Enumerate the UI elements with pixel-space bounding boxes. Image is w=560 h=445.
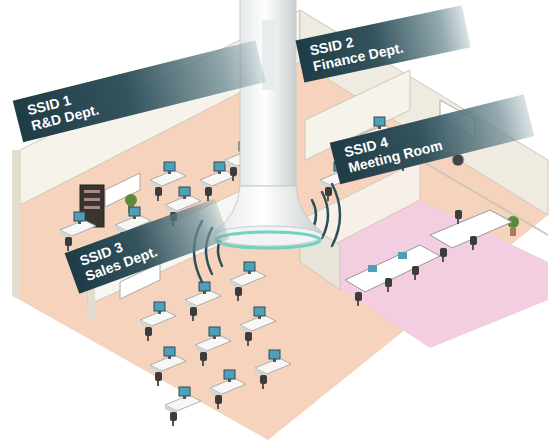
- side-wall: [12, 150, 20, 300]
- whiteboard: [105, 173, 140, 207]
- meeting-table: [455, 210, 462, 224]
- desk-group: [150, 162, 186, 201]
- meeting-table: [440, 248, 447, 262]
- meeting-table: [355, 292, 362, 306]
- access-point: [216, 232, 320, 248]
- desk-group: [185, 282, 221, 321]
- server-rack: [84, 206, 100, 209]
- desk-group: [140, 302, 176, 341]
- radio-waves: [322, 192, 328, 238]
- server-rack: [84, 190, 100, 193]
- server-rack: [84, 198, 100, 201]
- plant: [125, 194, 137, 206]
- plant: [510, 228, 516, 236]
- meeting-table: [398, 252, 407, 259]
- meeting-table: [345, 245, 440, 292]
- plant: [507, 216, 519, 236]
- meeting-table: [385, 278, 392, 292]
- desk-group: [195, 327, 231, 366]
- desk-group: [240, 307, 276, 346]
- access-point: [214, 186, 322, 232]
- desk-group: [210, 370, 246, 409]
- desk-group: [255, 350, 291, 389]
- desk-group: [230, 262, 266, 301]
- desk-group: [165, 387, 201, 426]
- meeting-table: [412, 266, 419, 280]
- meeting-table: [470, 236, 477, 250]
- meeting-table: [368, 265, 377, 272]
- radio-waves: [332, 184, 340, 246]
- meeting-table: [345, 210, 512, 306]
- desk-group: [140, 262, 291, 426]
- access-point: [240, 0, 296, 186]
- desk-group: [150, 347, 186, 386]
